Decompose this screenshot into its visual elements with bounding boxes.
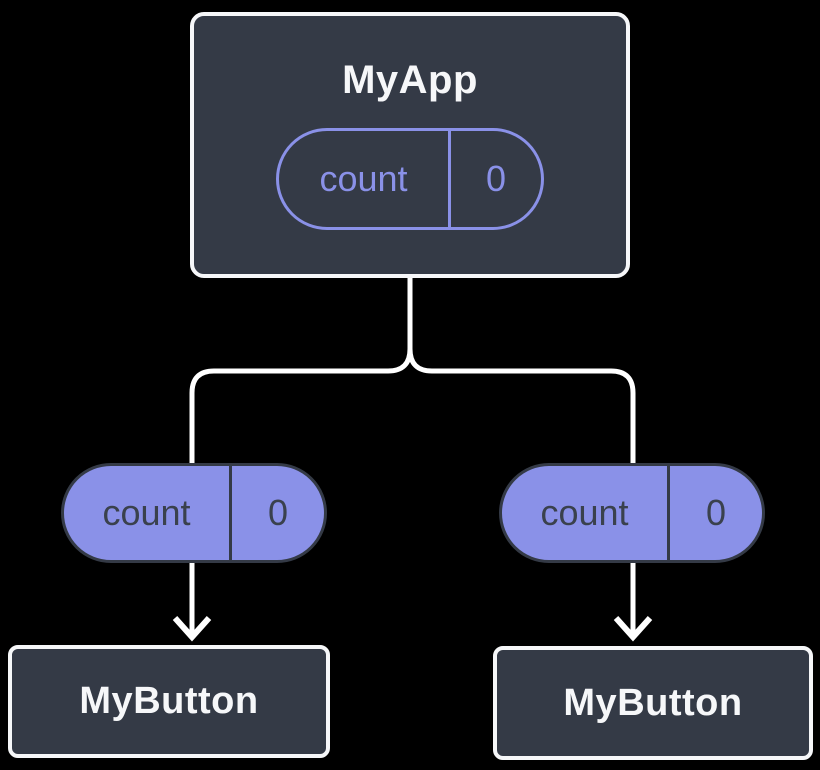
prop-pill-value: 0	[705, 492, 727, 533]
node-title: MyButton	[79, 680, 259, 722]
tree-branch-left-line	[189, 276, 413, 466]
tree-branch-right-line	[407, 276, 636, 466]
prop-pill-label: count	[502, 466, 670, 560]
arrow-down-right-icon	[613, 615, 653, 642]
mybutton-node-right: MyButton	[493, 646, 813, 760]
mybutton-node-left: MyButton	[8, 645, 330, 758]
prop-pill-right: count 0	[499, 463, 765, 563]
state-pill-value: 0	[485, 158, 507, 199]
state-pill: count 0	[276, 128, 544, 230]
prop-pill-value: 0	[267, 492, 289, 533]
prop-pill-left: count 0	[61, 463, 327, 563]
node-title: MyApp	[342, 58, 478, 102]
node-title: MyButton	[563, 681, 743, 724]
myapp-node: MyApp count 0	[190, 12, 630, 278]
prop-pill-label: count	[64, 466, 232, 560]
arrow-down-left-icon	[172, 615, 212, 642]
state-pill-label: count	[279, 131, 451, 227]
